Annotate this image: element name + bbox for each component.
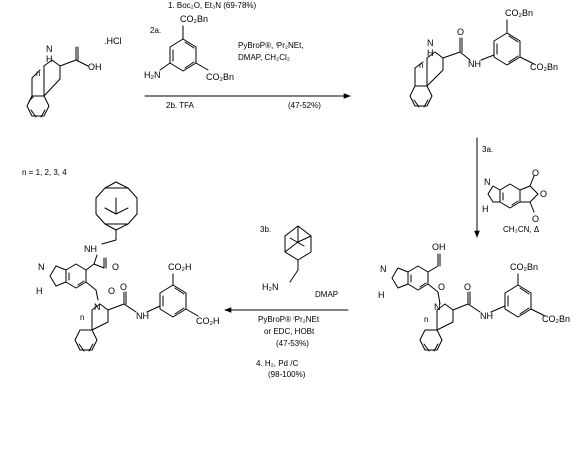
- co2bn-top: CO₂Bn: [180, 14, 208, 24]
- final-nh-amide: NH: [136, 311, 149, 321]
- step2a-label: 2a.: [150, 26, 161, 35]
- co2bn-top-3: CO₂Bn: [510, 262, 538, 272]
- step3b-label: 3b.: [260, 225, 271, 234]
- acid-o-ketone: O: [438, 282, 445, 292]
- anhydride-o-bottom: O: [532, 214, 539, 224]
- h2n-label: H₂N: [144, 70, 161, 80]
- adamantylmethylamine-reagent: 3b. H₂N: [260, 225, 312, 292]
- anhydride-nh: H: [482, 204, 489, 214]
- acid-nh-ring: H: [378, 290, 385, 300]
- final-co2h-right: CO₂H: [196, 316, 220, 326]
- final-nh-ring: H: [36, 286, 43, 296]
- n-label-3: n: [424, 315, 428, 324]
- hcl-label: .HCl: [104, 36, 122, 46]
- final-o-amide-2: O: [120, 282, 127, 292]
- o-label-2: O: [457, 27, 464, 37]
- h2n-label-2: H₂N: [262, 282, 279, 292]
- step1-conditions: 1. Boc₂O, Et₃N (69-78%): [168, 1, 257, 10]
- nh-label-2: N: [427, 38, 434, 48]
- anhydride-o-top: O: [532, 168, 539, 178]
- n-label: n: [36, 69, 40, 78]
- amide-nh-2: NH: [468, 59, 481, 69]
- final-n-ring: N: [38, 262, 45, 272]
- step3a-conditions: CH₃CN, Δ: [503, 225, 540, 234]
- final-nh-adamantyl: NH: [84, 244, 97, 254]
- step2a-reagent-1: PyBroP®, ⁱPr₂NEt,: [238, 41, 304, 50]
- acid-n-amide: N: [434, 302, 441, 312]
- co2bn-right-3: CO₂Bn: [542, 314, 570, 324]
- step2a-reagent-2: DMAP, CH₂Cl₂: [238, 53, 290, 62]
- n-label-2: n: [419, 61, 423, 70]
- nh-h-label-2: H: [427, 48, 434, 58]
- acid-intermediate: N H OH O N O NH CO₂Bn CO₂Bn n: [378, 242, 570, 352]
- step2b-label: 2b. TFA: [166, 101, 195, 110]
- anhydride-n: N: [484, 177, 491, 187]
- acid-n-ring: N: [380, 264, 387, 274]
- step4-yield: (98-100%): [268, 370, 306, 379]
- step3a-label: 3a.: [482, 145, 493, 154]
- nh-h-label: H: [46, 54, 53, 64]
- aminoisophthalate-reagent: CO₂Bn H₂N CO₂Bn: [144, 14, 234, 82]
- acid-nh-amide: NH: [480, 311, 493, 321]
- co2bn-bottom: CO₂Bn: [206, 72, 234, 82]
- final-o-ketone: O: [108, 286, 115, 296]
- co2bn-top-2: CO₂Bn: [505, 8, 533, 18]
- step2b-yield: (47-52%): [288, 101, 321, 110]
- final-n-amide: N: [94, 302, 101, 312]
- nh-label: N: [46, 44, 53, 54]
- anhydride-o-ring: O: [540, 189, 547, 199]
- step4-conditions: 4. H₂, Pd /C: [256, 359, 298, 368]
- acid-o-amide: O: [464, 282, 471, 292]
- n-label-final: n: [80, 313, 84, 322]
- final-co2h-top: CO₂H: [168, 262, 192, 272]
- step3b-reagent-2: or EDC, HOBt: [264, 327, 315, 336]
- step3b-reagent-1: PyBroP® ⁱPr₂NEt: [258, 315, 320, 324]
- oh-label: OH: [88, 62, 102, 72]
- n-values: n = 1, 2, 3, 4: [22, 168, 67, 177]
- final-product: NH O N H O N n O NH CO₂H CO₂H: [36, 181, 220, 352]
- co2bn-right-2: CO₂Bn: [530, 62, 558, 72]
- amide-intermediate: N H O NH CO₂Bn CO₂Bn n: [409, 8, 558, 108]
- acid-oh: OH: [432, 242, 446, 252]
- starting-material: N H OH n .HCl: [26, 36, 122, 118]
- final-o-amide: O: [112, 262, 119, 272]
- step3b-dmap: DMAP: [315, 290, 338, 299]
- step3b-yield: (47-53%): [276, 339, 309, 348]
- anhydride-reagent: N H O O O: [482, 168, 547, 224]
